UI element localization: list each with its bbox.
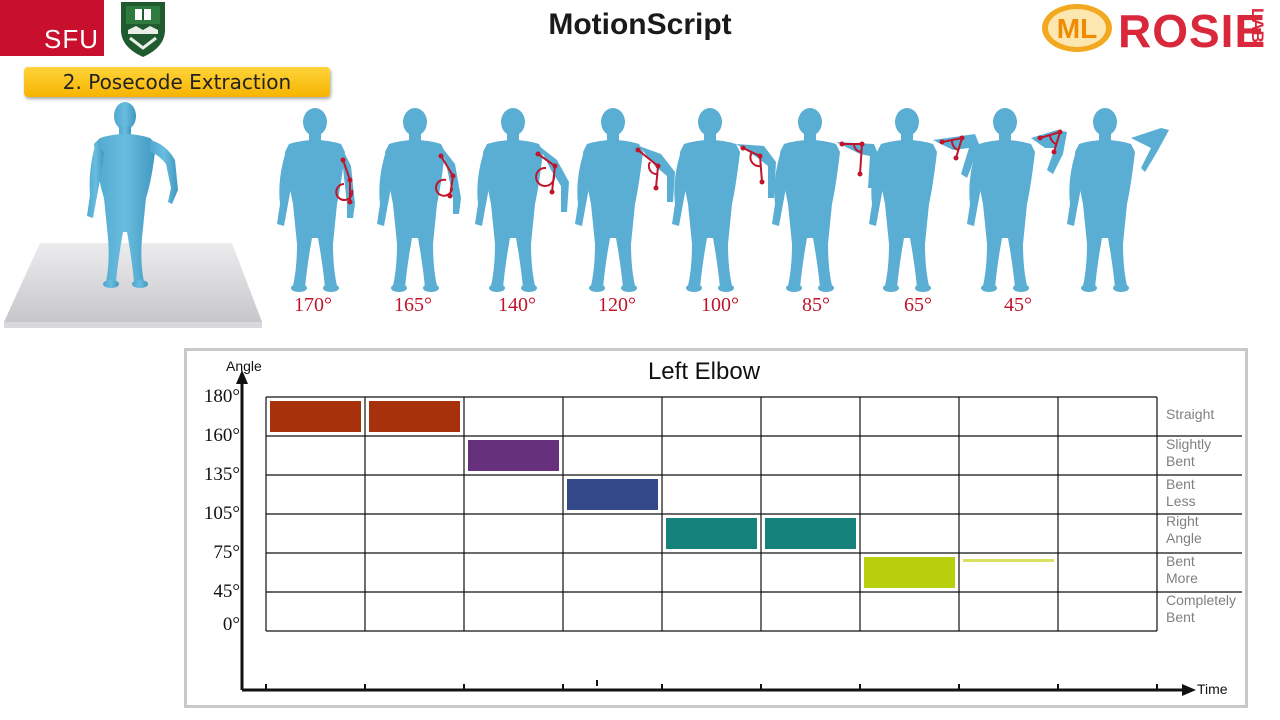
- chart-title: Left Elbow: [647, 358, 761, 385]
- category-label: Straight: [1166, 406, 1215, 422]
- angle-label-4: 120°: [598, 294, 636, 316]
- x-axis-arrow-icon: [1182, 684, 1196, 696]
- y-tick-label: 0°: [222, 614, 240, 635]
- angle-label-3: 140°: [498, 294, 536, 316]
- category-label: Bent More: [1166, 553, 1198, 586]
- angle-label-5: 100°: [701, 294, 739, 316]
- bar: [864, 557, 955, 588]
- lab-logo-text: LAB: [1248, 8, 1267, 43]
- category-label: Slightly Bent: [1166, 436, 1212, 469]
- category-label: Right Angle: [1166, 513, 1202, 546]
- bar: [369, 401, 460, 432]
- y-tick-label: 105°: [203, 503, 240, 524]
- page-title: MotionScript: [548, 8, 732, 41]
- category-label: Bent Less: [1166, 476, 1196, 509]
- angle-label-6: 85°: [802, 294, 830, 316]
- ml-logo-text: ML: [1057, 13, 1097, 44]
- y-axis-arrow-icon: [236, 370, 248, 384]
- rosie-logo-text: ROSIE: [1118, 5, 1267, 57]
- bar: [270, 401, 361, 432]
- bar: [765, 518, 856, 549]
- y-tick-label: 160°: [203, 425, 240, 446]
- angle-label-7: 65°: [904, 294, 932, 316]
- angle-label-2: 165°: [394, 294, 432, 316]
- section-tab: 2. Posecode Extraction: [24, 67, 330, 97]
- sfu-logo-text: SFU: [44, 24, 99, 54]
- bar: [468, 440, 559, 471]
- y-tick-label: 180°: [203, 386, 240, 407]
- angle-label-8: 45°: [1004, 294, 1032, 316]
- y-tick-label: 135°: [203, 464, 240, 485]
- bar: [963, 559, 1054, 562]
- y-tick-label: 45°: [213, 581, 240, 602]
- y-tick-label: 75°: [213, 542, 240, 563]
- pose-sequence: [277, 108, 1169, 292]
- human-figure-on-platform: [4, 102, 262, 328]
- x-axis-label: Time: [1197, 681, 1228, 697]
- ml-logo-icon: ML: [1042, 4, 1112, 52]
- bar: [666, 518, 757, 549]
- university-crest-icon: [121, 2, 165, 57]
- sfu-logo: [0, 0, 104, 56]
- angle-label-1: 170°: [294, 294, 332, 316]
- bar: [567, 479, 658, 510]
- y-axis-label: Angle: [226, 358, 262, 374]
- category-label: Completely Bent: [1166, 592, 1237, 625]
